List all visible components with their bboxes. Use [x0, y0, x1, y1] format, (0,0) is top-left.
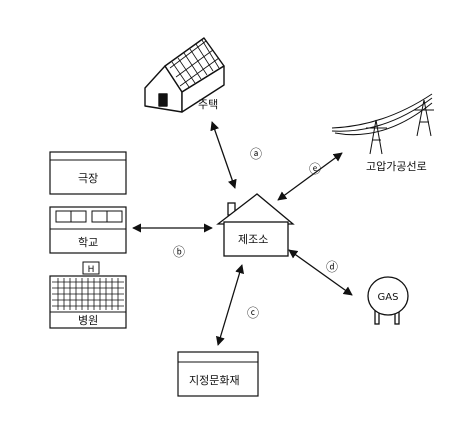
hospital-sign-text: H: [88, 265, 95, 275]
powerline-node: 고압가공선로: [331, 93, 434, 173]
marker-e-text: ⓔ: [309, 162, 321, 176]
gas-tank-icon: [367, 276, 409, 325]
factory-label: 제조소: [238, 233, 268, 246]
factory-icon: [216, 193, 295, 257]
theater-icon: [49, 151, 127, 195]
marker-b-text: ⓑ: [173, 245, 185, 259]
school-windows: [55, 210, 123, 223]
house-label: 주택: [198, 98, 218, 111]
school-node: 학교: [49, 206, 127, 254]
marker-b: ⓑ: [173, 245, 185, 259]
marker-a: ⓐ: [250, 147, 262, 161]
hospital-label: 병원: [78, 314, 98, 327]
arrow-c: [215, 264, 245, 346]
school-label: 학교: [78, 236, 98, 249]
heritage-node: 지정문화재: [177, 351, 259, 397]
hospital-node: H 병원: [49, 261, 127, 329]
powerline-icon: [331, 93, 434, 155]
marker-c-text: ⓒ: [247, 306, 259, 320]
arrow-e: [277, 152, 343, 201]
factory-node: 제조소: [216, 193, 295, 257]
hospital-window-grid: [52, 278, 124, 310]
arrow-a: [210, 121, 237, 189]
marker-d-text: ⓓ: [326, 260, 338, 274]
arrows: [132, 121, 353, 346]
marker-a-text: ⓐ: [250, 147, 262, 161]
theater-label: 극장: [78, 172, 98, 185]
theater-node: 극장: [49, 151, 127, 195]
house-node: 주택: [144, 37, 225, 113]
marker-d: ⓓ: [326, 260, 338, 274]
heritage-icon: [177, 351, 259, 397]
heritage-label: 지정문화재: [189, 374, 240, 387]
arrow-d: [288, 249, 353, 296]
hospital-sign: [82, 261, 100, 275]
house-icon: [144, 37, 225, 113]
marker-e: ⓔ: [309, 162, 321, 176]
gas-label: GAS: [378, 292, 399, 303]
gas-node: GAS: [367, 276, 409, 325]
powerline-label: 고압가공선로: [366, 160, 427, 173]
marker-c: ⓒ: [247, 306, 259, 320]
